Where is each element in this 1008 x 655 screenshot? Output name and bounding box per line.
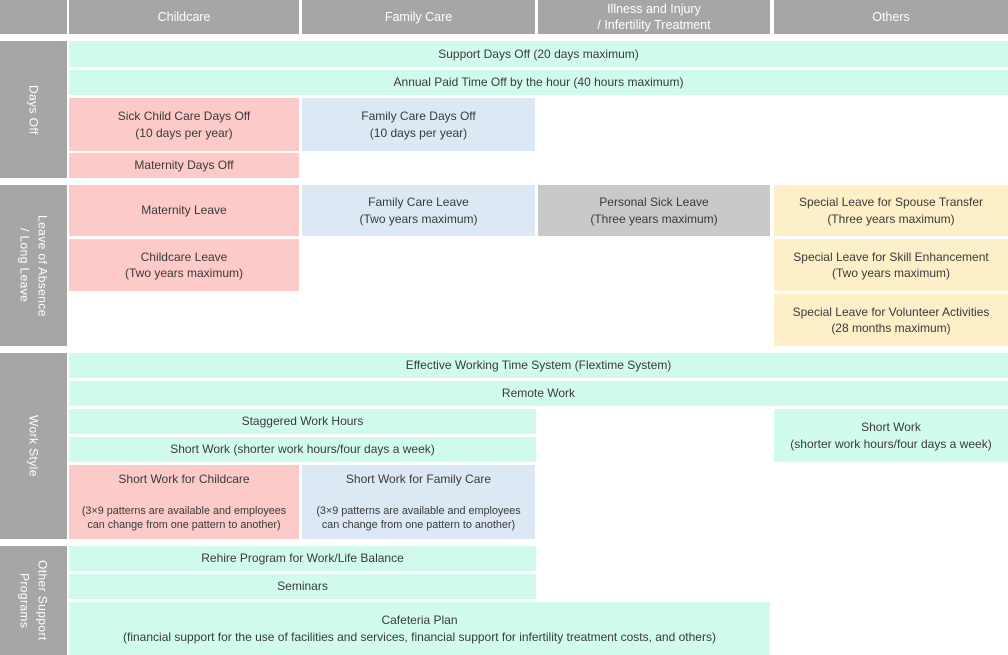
- column-header-others: Others: [774, 0, 1008, 34]
- cell-sick-child-care-days-off: Sick Child Care Days Off (10 days per ye…: [69, 98, 299, 151]
- cell-special-leave-volunteer: Special Leave for Volunteer Activities (…: [774, 294, 1008, 346]
- short-work-family-title: Short Work for Family Care: [345, 471, 492, 486]
- cell-staggered-work-hours: Staggered Work Hours: [69, 409, 536, 434]
- cell-family-care-leave: Family Care Leave (Two years maximum): [302, 185, 535, 236]
- cell-short-work-for-family-care: Short Work for Family Care (3×9 patterns…: [302, 465, 535, 539]
- cell-childcare-leave: Childcare Leave (Two years maximum): [69, 239, 299, 291]
- cell-short-work-for-family-care-text: Short Work for Family Care (3×9 patterns…: [316, 456, 520, 549]
- cell-remote-work: Remote Work: [69, 381, 1008, 406]
- short-work-childcare-detail: (3×9 patterns are available and employee…: [81, 504, 287, 531]
- short-work-childcare-title: Short Work for Childcare: [118, 471, 250, 486]
- row-label-other-support-programs: Other Support Programs: [0, 546, 67, 655]
- column-header-family-care: Family Care: [302, 0, 535, 34]
- cell-personal-sick-leave: Personal Sick Leave (Three years maximum…: [538, 185, 770, 236]
- cell-seminars: Seminars: [69, 574, 536, 599]
- cell-annual-paid-time-off: Annual Paid Time Off by the hour (40 hou…: [69, 70, 1008, 95]
- column-header-illness-infertility: Illness and Injury / Infertility Treatme…: [538, 0, 770, 34]
- cell-short-work-others: Short Work (shorter work hours/four days…: [774, 409, 1008, 462]
- row-label-days-off: Days Off: [0, 41, 67, 178]
- column-header-childcare: Childcare: [69, 0, 299, 34]
- row-label-leave-of-absence: Leave of Absence / Long Leave: [0, 185, 67, 346]
- cell-support-days-off: Support Days Off (20 days maximum): [69, 41, 1008, 67]
- cell-short-work-for-childcare: Short Work for Childcare (3×9 patterns a…: [69, 465, 299, 539]
- cell-flextime-system: Effective Working Time System (Flextime …: [69, 353, 1008, 378]
- corner-spacer: [0, 0, 67, 34]
- cell-rehire-program: Rehire Program for Work/Life Balance: [69, 546, 536, 571]
- short-work-family-detail: (3×9 patterns are available and employee…: [316, 504, 521, 531]
- cell-short-work-for-childcare-text: Short Work for Childcare (3×9 patterns a…: [82, 456, 286, 549]
- cell-special-leave-spouse-transfer: Special Leave for Spouse Transfer (Three…: [774, 185, 1008, 236]
- cell-short-work: Short Work (shorter work hours/four days…: [69, 437, 536, 462]
- cell-special-leave-skill-enhancement: Special Leave for Skill Enhancement (Two…: [774, 239, 1008, 291]
- cell-family-care-days-off: Family Care Days Off (10 days per year): [302, 98, 535, 151]
- cell-cafeteria-plan: Cafeteria Plan (financial support for th…: [69, 602, 770, 655]
- cell-maternity-leave: Maternity Leave: [69, 185, 299, 236]
- cell-maternity-days-off: Maternity Days Off: [69, 153, 299, 178]
- row-label-work-style: Work Style: [0, 353, 67, 539]
